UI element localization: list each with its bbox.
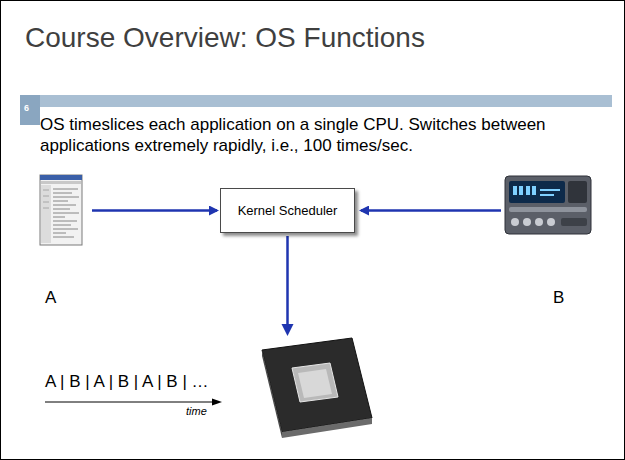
header-bar bbox=[20, 95, 612, 107]
time-axis bbox=[45, 402, 212, 403]
slide-number: 6 bbox=[24, 103, 29, 113]
flow-arrow bbox=[92, 209, 217, 212]
node-label: A bbox=[45, 288, 56, 308]
media-player-screenshot bbox=[505, 176, 591, 234]
process-box: Kernel Scheduler bbox=[220, 188, 355, 233]
node-label: B bbox=[553, 288, 564, 308]
slide-number-tab bbox=[20, 95, 40, 125]
application-b: B bbox=[505, 172, 591, 308]
cpu-chip bbox=[262, 338, 372, 438]
timeline-text: A | B | A | B | A | B | … bbox=[45, 372, 209, 392]
body-text: OS timeslices each application on a sing… bbox=[40, 114, 610, 157]
application-a: A bbox=[38, 172, 88, 308]
time-axis-head bbox=[212, 399, 222, 406]
node-label: Kernel Scheduler bbox=[238, 203, 338, 218]
flow-arrow bbox=[361, 209, 501, 212]
slide-title: Course Overview: OS Functions bbox=[25, 22, 425, 54]
cpu-arrowhead bbox=[282, 324, 294, 336]
cpu-arrow bbox=[286, 236, 289, 326]
axis-label: time bbox=[186, 405, 207, 417]
editor-screenshot bbox=[40, 175, 82, 245]
